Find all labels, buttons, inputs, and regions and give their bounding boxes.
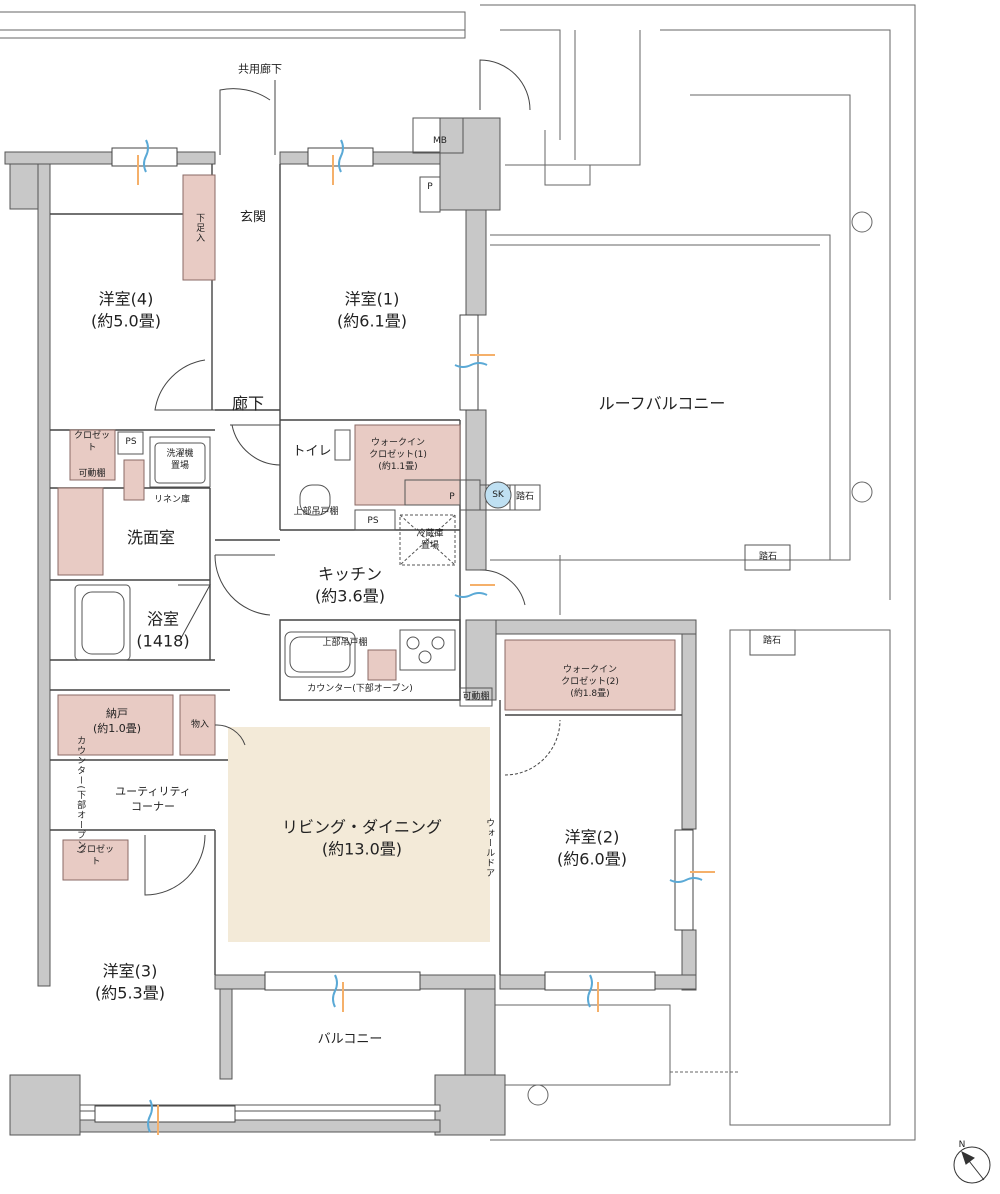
utility-line1: ユーティリティ bbox=[115, 785, 191, 799]
linen-label: リネン庫 bbox=[153, 494, 191, 505]
bath-name-text: 浴室 bbox=[146, 609, 180, 629]
storage-label: 納戸(約1.0畳) bbox=[93, 707, 141, 737]
p-mid-label: P bbox=[449, 491, 455, 502]
room3-label: 洋室(3) (約5.3畳) bbox=[95, 960, 165, 1003]
wic1-label: ウォークインクロゼット(1) (約1.1畳) bbox=[369, 437, 427, 473]
kitchen-name-text: キッチン bbox=[317, 564, 382, 584]
utility-line2: コーナー bbox=[131, 800, 175, 813]
ld-label: リビング・ダイニング (約13.0畳) bbox=[282, 816, 442, 859]
bath-size-text: (1418) bbox=[136, 631, 190, 650]
room1-name: 洋室(1) (約6.1畳) bbox=[337, 288, 407, 331]
washroom-label: 洗面室 bbox=[126, 528, 176, 548]
fridge-line2: 置場 bbox=[420, 541, 440, 551]
storage-size-text: (約1.0畳) bbox=[92, 722, 142, 735]
wic2-label: ウォークインクロゼット(2) (約1.8畳) bbox=[561, 664, 619, 700]
balcony-label: バルコニー bbox=[317, 1032, 383, 1048]
fridge-line1: 冷蔵庫 bbox=[416, 528, 444, 539]
room1-name-text: 洋室(1) bbox=[344, 289, 400, 309]
storage-name-text: 納戸 bbox=[105, 707, 128, 721]
wic1-line1: ウォークイン bbox=[370, 437, 425, 448]
wic2-line3: (約1.8畳) bbox=[570, 689, 610, 700]
movable-shelf-1: 可動棚 bbox=[78, 468, 106, 479]
upper-cabinet-label: 上部吊戸棚 bbox=[293, 506, 339, 517]
geta-label: 下足入 bbox=[194, 213, 205, 243]
ld-size-text: (約13.0畳) bbox=[321, 839, 403, 858]
stepping-stone-1: 踏石 bbox=[515, 491, 535, 502]
washer-line1: 洗濯機 bbox=[166, 448, 194, 459]
kitchen-name: キッチン (約3.6畳) bbox=[315, 563, 385, 606]
stepping-stone-3: 踏石 bbox=[762, 635, 782, 646]
compass-n-label: N bbox=[958, 1139, 966, 1150]
ps2-label: PS bbox=[367, 515, 379, 526]
stepping-stone-2: 踏石 bbox=[758, 551, 778, 562]
room2-label: 洋室(2) (約6.0畳) bbox=[557, 826, 627, 869]
upper-cabinet-2-label: 上部吊戸棚 bbox=[322, 637, 368, 648]
washer-label: 洗濯機置場 bbox=[166, 448, 193, 472]
corridor-label: 廊下 bbox=[231, 394, 265, 414]
wall-door-label: ウォールドア bbox=[484, 818, 495, 878]
room3-name-text: 洋室(3) bbox=[102, 961, 158, 981]
movable-shelf-2: 可動棚 bbox=[462, 691, 490, 702]
room2-size-text: (約6.0畳) bbox=[557, 849, 627, 868]
common-corridor-label: 共用廊下 bbox=[238, 62, 282, 76]
fridge-label: 冷蔵庫置場 bbox=[416, 528, 443, 552]
wic2-line2: クロゼット(2) bbox=[561, 676, 619, 687]
kitchen-size-text: (約3.6畳) bbox=[315, 586, 385, 605]
ps1-label: PS bbox=[125, 436, 137, 447]
genkan-label: 玄関 bbox=[239, 210, 267, 226]
room4-name: 洋室(4) (約5.0畳) bbox=[91, 288, 161, 331]
washer-line2: 置場 bbox=[170, 461, 190, 471]
closet4-label: クロゼット bbox=[73, 430, 110, 453]
wic1-line3: (約1.1畳) bbox=[378, 462, 418, 473]
p-top-label: P bbox=[427, 181, 433, 192]
ld-name-text: リビング・ダイニング bbox=[281, 817, 443, 837]
room2-name-text: 洋室(2) bbox=[564, 827, 620, 847]
roof-balcony-label: ルーフバルコニー bbox=[598, 394, 726, 414]
toilet-label: トイレ bbox=[292, 444, 332, 460]
room3-size-text: (約5.3畳) bbox=[95, 983, 165, 1002]
counter-side-label: カウンター(下部オープン) bbox=[75, 735, 86, 855]
room4-size-text: (約5.0畳) bbox=[91, 311, 161, 330]
sk-label: SK bbox=[492, 489, 504, 500]
mb-label: MB bbox=[433, 135, 447, 146]
counter-open-label: カウンター(下部オープン) bbox=[307, 683, 413, 694]
bath-name: 浴室 (1418) bbox=[136, 608, 189, 651]
room1-size-text: (約6.1畳) bbox=[337, 311, 407, 330]
mono-label: 物入 bbox=[190, 719, 210, 730]
closet3-label: クロゼット bbox=[77, 844, 114, 867]
wic2-line1: ウォークイン bbox=[562, 664, 617, 675]
wic1-line2: クロゼット(1) bbox=[369, 449, 427, 460]
room4-name-text: 洋室(4) bbox=[98, 289, 154, 309]
utility-label: ユーティリティコーナー bbox=[115, 785, 191, 815]
